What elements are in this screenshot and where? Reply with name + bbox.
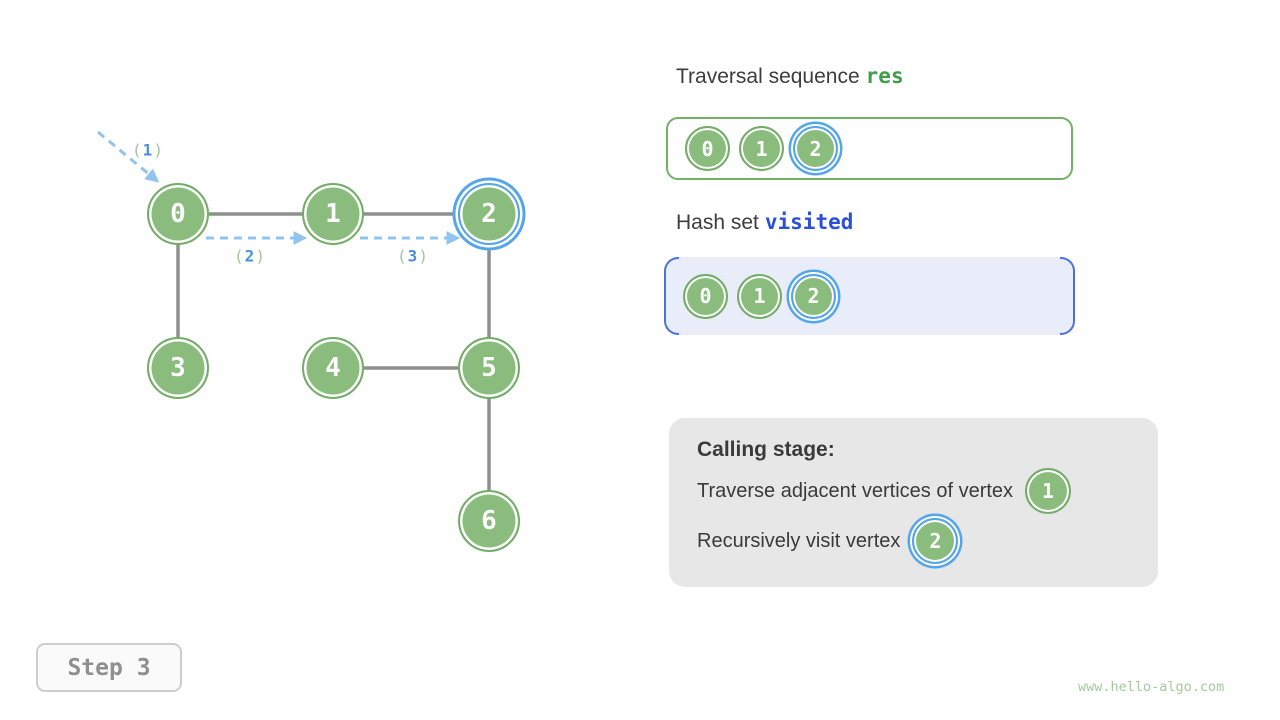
calling-row-node-2: 2: [912, 518, 959, 564]
res-code-label: res: [865, 64, 904, 88]
calling-stage-row-traverse: Traverse adjacent vertices of vertex 1: [697, 468, 1158, 514]
visited-right-bracket: [1060, 257, 1075, 335]
calling-row-text: Recursively visit vertex: [697, 529, 901, 552]
graph-node-1: 1: [302, 183, 364, 245]
step-label-paren: ): [418, 246, 429, 266]
res-node-2: 2: [793, 126, 838, 171]
traversal-sequence-title-text: Traversal sequence: [676, 65, 860, 88]
step-label-number: 1: [142, 140, 154, 160]
calling-row-text: Traverse adjacent vertices of vertex: [697, 479, 1014, 502]
visited-node-0: 0: [683, 273, 728, 319]
step-label-number: 3: [407, 246, 419, 266]
hash-set-title-text: Hash set: [676, 211, 759, 234]
step-label-2: (2): [234, 247, 266, 266]
calling-stage-title: Calling stage:: [697, 438, 835, 461]
visited-set-box: 0 1 2: [664, 257, 1075, 335]
graph-node-6: 6: [458, 490, 520, 552]
step-label-number: 2: [244, 246, 256, 266]
visited-node-1: 1: [737, 273, 782, 319]
step-label-1: (1): [132, 141, 164, 160]
arrow-enter-0: [97, 130, 160, 183]
res-node-1: 1: [739, 126, 784, 171]
graph-node-5: 5: [458, 337, 520, 399]
step-label-paren: (: [397, 246, 408, 266]
calling-stage-row-recursive: Recursively visit vertex 2: [697, 518, 1158, 564]
visited-left-bracket: [664, 257, 679, 335]
step-label-paren: ): [153, 140, 164, 160]
graph-node-4: 4: [302, 337, 364, 399]
graph-node-2: 2: [458, 183, 520, 245]
step-indicator: Step 3: [36, 643, 182, 692]
calling-stage-box: Calling stage: Traverse adjacent vertice…: [669, 418, 1158, 587]
watermark: www.hello-algo.com: [1078, 679, 1225, 695]
visited-node-2: 2: [791, 273, 836, 319]
graph-node-0: 0: [147, 183, 209, 245]
step-label-paren: ): [255, 246, 266, 266]
calling-row-node-1: 1: [1025, 468, 1072, 514]
visited-code-label: visited: [764, 210, 854, 234]
res-node-0: 0: [685, 126, 730, 171]
step-label-3: (3): [397, 247, 429, 266]
graph-node-3: 3: [147, 337, 209, 399]
step-label-paren: (: [132, 140, 143, 160]
traversal-arrows: [97, 130, 461, 245]
traversal-sequence-box: 0 1 2: [666, 117, 1073, 180]
step-label-paren: (: [234, 246, 245, 266]
